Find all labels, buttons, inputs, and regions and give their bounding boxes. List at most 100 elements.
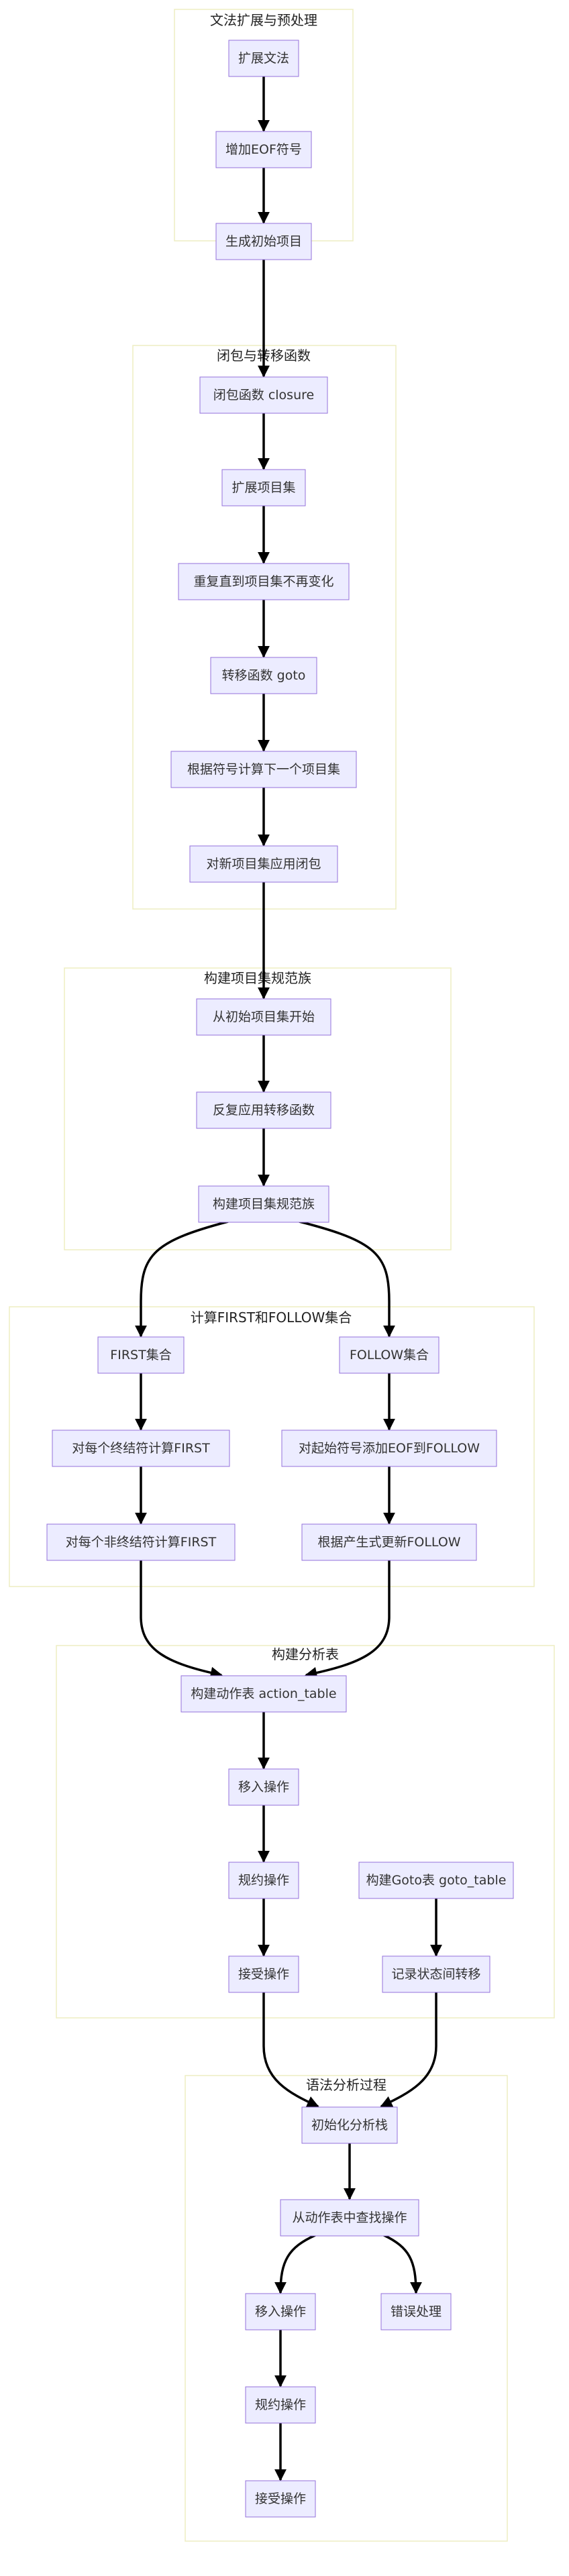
node-accept-op: 接受操作 [228, 1955, 299, 1993]
node-label: 从初始项目集开始 [213, 1010, 315, 1024]
node-label: 规约操作 [238, 1873, 289, 1888]
edge-canonical-to-first [135, 1220, 229, 1338]
node-expand-grammar: 扩展文法 [228, 40, 299, 77]
node-shift-op: 移入操作 [228, 1768, 299, 1806]
node-record-transition: 记录状态间转移 [382, 1955, 490, 1993]
node-box [228, 40, 299, 77]
node-box [198, 1185, 329, 1223]
node-box [245, 2293, 316, 2330]
node-reduce-op: 规约操作 [228, 1862, 299, 1899]
node-box [52, 1430, 230, 1467]
node-label: 对起始符号添加EOF到FOLLOW [299, 1441, 480, 1456]
node-box [228, 1862, 299, 1899]
cluster-parse-table: 构建分析表 [56, 1645, 555, 2019]
node-label: 错误处理 [391, 2304, 442, 2319]
edge-update-to-action-table [305, 1560, 391, 1679]
edge-lookup-to-error [383, 2234, 422, 2294]
node-box [228, 1768, 299, 1806]
cluster-box [56, 1645, 555, 2019]
node-label: 接受操作 [255, 2491, 306, 2506]
node-label: 记录状态间转移 [391, 1967, 480, 1982]
node-build-action-table: 构建动作表 action_table [180, 1675, 347, 1713]
node-label: 移入操作 [238, 1780, 289, 1794]
node-apply-closure-new: 对新项目集应用闭包 [189, 845, 338, 883]
node-box [178, 563, 350, 600]
node-add-eof: 增加EOF符号 [215, 131, 312, 168]
node-label: 对每个非终结符计算FIRST [66, 1535, 217, 1550]
node-label: 规约操作 [255, 2398, 306, 2412]
node-label: FOLLOW集合 [350, 1348, 429, 1362]
node-label: 转移函数 goto [222, 668, 306, 683]
node-label: 移入操作 [255, 2304, 306, 2319]
node-box [189, 845, 338, 883]
node-label: 扩展项目集 [231, 480, 295, 495]
cluster-title: 构建项目集规范族 [204, 970, 311, 986]
cluster-box [185, 2075, 508, 2542]
node-box [382, 1955, 490, 1993]
node-box [301, 2106, 398, 2144]
node-box [245, 2386, 316, 2424]
node-box [380, 2293, 452, 2330]
node-label: 构建Goto表 goto_table [366, 1873, 507, 1888]
node-label: 反复应用转移函数 [213, 1103, 315, 1118]
node-label: 增加EOF符号 [225, 142, 302, 157]
node-build-goto-table: 构建Goto表 goto_table [358, 1862, 514, 1899]
edges [135, 76, 442, 2481]
node-repeat-goto: 反复应用转移函数 [196, 1091, 331, 1129]
node-next-itemset: 根据符号计算下一个项目集 [170, 751, 357, 788]
node-label: 重复直到项目集不再变化 [193, 574, 333, 589]
node-first-nonterminal: 对每个非终结符计算FIRST [46, 1523, 236, 1561]
node-label: 对新项目集应用闭包 [206, 857, 321, 871]
node-label: 根据符号计算下一个项目集 [187, 762, 340, 777]
node-box [46, 1523, 236, 1561]
node-parse-accept: 接受操作 [245, 2480, 316, 2518]
node-lookup-action: 从动作表中查找操作 [280, 2199, 419, 2237]
node-box [301, 1523, 477, 1561]
node-parse-error: 错误处理 [380, 2293, 452, 2330]
node-start-initial-itemset: 从初始项目集开始 [196, 998, 331, 1036]
node-box [97, 1336, 185, 1374]
node-init-stack: 初始化分析栈 [301, 2106, 398, 2144]
node-box [199, 376, 328, 414]
node-label: 初始化分析栈 [311, 2118, 388, 2133]
node-label: 接受操作 [238, 1967, 289, 1982]
node-box [245, 2480, 316, 2518]
cluster-title: 语法分析过程 [306, 2077, 386, 2093]
cluster-box [64, 967, 452, 1250]
node-label: 生成初始项目 [225, 234, 302, 249]
edge-nonterminal-to-action-table [140, 1560, 223, 1679]
node-build-canonical: 构建项目集规范族 [198, 1185, 329, 1223]
node-box [280, 2199, 419, 2237]
node-label: 根据产生式更新FOLLOW [317, 1535, 460, 1550]
node-parse-reduce: 规约操作 [245, 2386, 316, 2424]
edge-canonical-to-follow [299, 1220, 395, 1338]
node-goto-function: 转移函数 goto [210, 657, 317, 694]
node-generate-initial-items: 生成初始项目 [215, 223, 312, 260]
node-box [358, 1862, 514, 1899]
node-box [210, 657, 317, 694]
node-follow-start-eof: 对起始符号添加EOF到FOLLOW [281, 1430, 497, 1467]
node-label: 扩展文法 [238, 51, 289, 66]
node-box [180, 1675, 347, 1713]
cluster-box [9, 1306, 535, 1587]
node-follow-set: FOLLOW集合 [339, 1336, 439, 1374]
node-box [339, 1336, 439, 1374]
cluster-canonical-collection: 构建项目集规范族 [64, 967, 452, 1250]
node-expand-itemset: 扩展项目集 [221, 469, 306, 506]
cluster-title: 构建分析表 [272, 1646, 339, 1662]
cluster-title: 计算FIRST和FOLLOW集合 [191, 1309, 352, 1326]
node-box [215, 131, 312, 168]
node-repeat-until-stable: 重复直到项目集不再变化 [178, 563, 350, 600]
edge-lookup-to-shift [274, 2234, 316, 2294]
node-label: 构建动作表 action_table [191, 1686, 336, 1701]
edge-accept-to-init-stack [262, 1992, 319, 2108]
cluster-title: 文法扩展与预处理 [210, 12, 317, 28]
node-closure-function: 闭包函数 closure [199, 376, 328, 414]
node-first-set: FIRST集合 [97, 1336, 185, 1374]
node-label: 从动作表中查找操作 [292, 2210, 407, 2225]
edge-record-to-init-stack [380, 1992, 437, 2108]
node-label: FIRST集合 [110, 1348, 171, 1362]
node-label: 构建项目集规范族 [213, 1197, 315, 1212]
node-box [170, 751, 357, 788]
node-label: 闭包函数 closure [213, 388, 314, 402]
